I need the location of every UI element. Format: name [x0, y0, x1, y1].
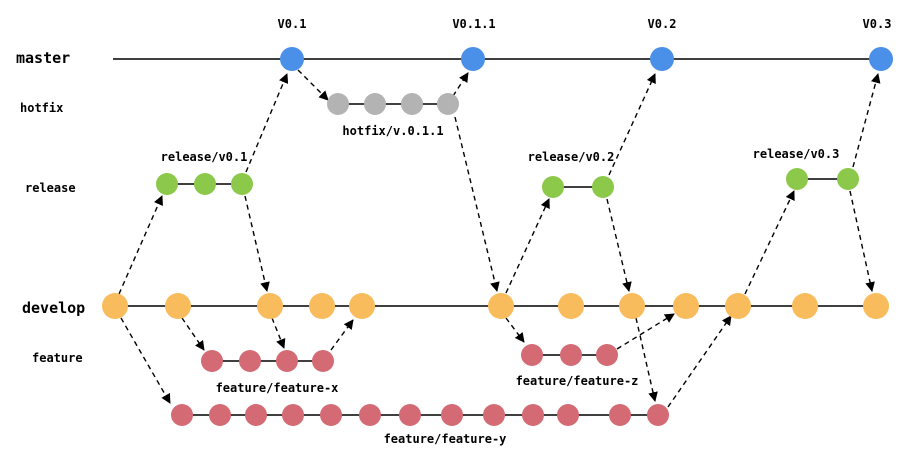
feature-y-commit	[483, 404, 505, 426]
feature-z-commit	[560, 344, 582, 366]
arrow-develop-to-feature-x	[181, 317, 205, 351]
branch-label-release-v0-3: release/v0.3	[753, 147, 840, 161]
arrow-release-v0-1-to-develop	[244, 195, 270, 292]
develop-commit	[488, 293, 514, 319]
feature-x-commit	[312, 350, 334, 372]
arrow-feature-x-to-develop	[330, 319, 354, 351]
develop-commit	[257, 293, 283, 319]
arrow-feature-z-to-develop	[616, 313, 675, 350]
lane-label-develop: develop	[22, 299, 85, 317]
arrow-release-v0-2-to-develop	[606, 198, 632, 292]
feature-x-commit	[239, 350, 261, 372]
arrow-master-to-hotfix	[297, 69, 329, 101]
feature-x-commit	[201, 350, 223, 372]
feature-y-commit	[441, 404, 463, 426]
develop-commit	[792, 293, 818, 319]
arrow-feature-y-to-develop	[667, 315, 732, 408]
arrow-develop-to-release-v0-3	[744, 190, 795, 295]
feature-y-commit	[245, 404, 267, 426]
tag-v0-3: V0.3	[863, 17, 892, 31]
arrow-develop-to-release-v0-1	[118, 195, 163, 295]
tag-v0-1: V0.1	[278, 17, 307, 31]
commit-nodes	[102, 47, 893, 426]
hotfix-commit	[401, 93, 423, 115]
develop-commit	[619, 293, 645, 319]
develop-commit	[725, 293, 751, 319]
feature-y-commit	[399, 404, 421, 426]
feature-y-commit	[171, 404, 193, 426]
branch-label-release-v0-2: release/v0.2	[528, 150, 615, 164]
lane-label-master: master	[16, 49, 70, 67]
tag-v0-1-1: V0.1.1	[452, 17, 495, 31]
flow-arrows	[118, 69, 881, 408]
hotfix-commit	[364, 93, 386, 115]
develop-commit	[102, 293, 128, 319]
lane-label-hotfix: hotfix	[20, 101, 63, 115]
develop-commit	[673, 293, 699, 319]
master-commit	[869, 47, 893, 71]
feature-z-commit	[596, 344, 618, 366]
hotfix-commit	[437, 93, 459, 115]
arrow-hotfix-to-master	[452, 72, 469, 97]
develop-commit	[309, 293, 335, 319]
branch-label-feature-y: feature/feature-y	[384, 432, 507, 446]
lane-label-feature: feature	[32, 351, 83, 365]
release-v0-1-commit	[156, 173, 178, 195]
release-v0-3-commit	[786, 168, 808, 190]
release-v0-1-commit	[194, 173, 216, 195]
arrow-hotfix-to-develop	[454, 116, 500, 292]
branch-label-feature-z: feature/feature-z	[516, 374, 639, 388]
tag-v0-2: V0.2	[648, 17, 677, 31]
release-v0-2-commit	[592, 176, 614, 198]
arrow-release-v0-1-to-master	[245, 73, 289, 173]
feature-y-commit	[282, 404, 304, 426]
feature-z-commit	[521, 344, 543, 366]
arrow-develop-to-release-v0-2	[505, 198, 550, 294]
master-commit	[280, 47, 304, 71]
feature-y-commit	[522, 404, 544, 426]
feature-y-commit	[557, 404, 579, 426]
master-commit	[461, 47, 485, 71]
lane-label-release: release	[25, 181, 76, 195]
arrow-release-v0-2-to-master	[608, 73, 656, 176]
feature-x-commit	[276, 350, 298, 372]
feature-y-commit	[209, 404, 231, 426]
arrow-release-v0-3-to-develop	[849, 190, 875, 292]
develop-commit	[863, 293, 889, 319]
hotfix-commit	[327, 93, 349, 115]
branch-label-release-v0-1: release/v0.1	[161, 150, 248, 164]
develop-commit	[558, 293, 584, 319]
release-v0-1-commit	[231, 173, 253, 195]
arrow-develop-to-feature-y-end	[635, 317, 658, 402]
develop-commit	[165, 293, 191, 319]
branch-label-feature-x: feature/feature-x	[216, 381, 339, 395]
arrow-release-v0-3-to-master	[852, 73, 881, 168]
branch-label-hotfix: hotfix/v.0.1.1	[342, 124, 443, 138]
develop-commit	[349, 293, 375, 319]
release-v0-3-commit	[837, 168, 859, 190]
feature-y-commit	[359, 404, 381, 426]
release-v0-2-commit	[542, 176, 564, 198]
arrow-develop-to-feature-x-2	[271, 317, 286, 349]
feature-y-commit	[647, 404, 669, 426]
arrow-develop-to-feature-y	[120, 317, 171, 404]
arrow-develop-to-feature-z	[505, 317, 525, 343]
feature-y-commit	[609, 404, 631, 426]
master-commit	[650, 47, 674, 71]
feature-y-commit	[320, 404, 342, 426]
